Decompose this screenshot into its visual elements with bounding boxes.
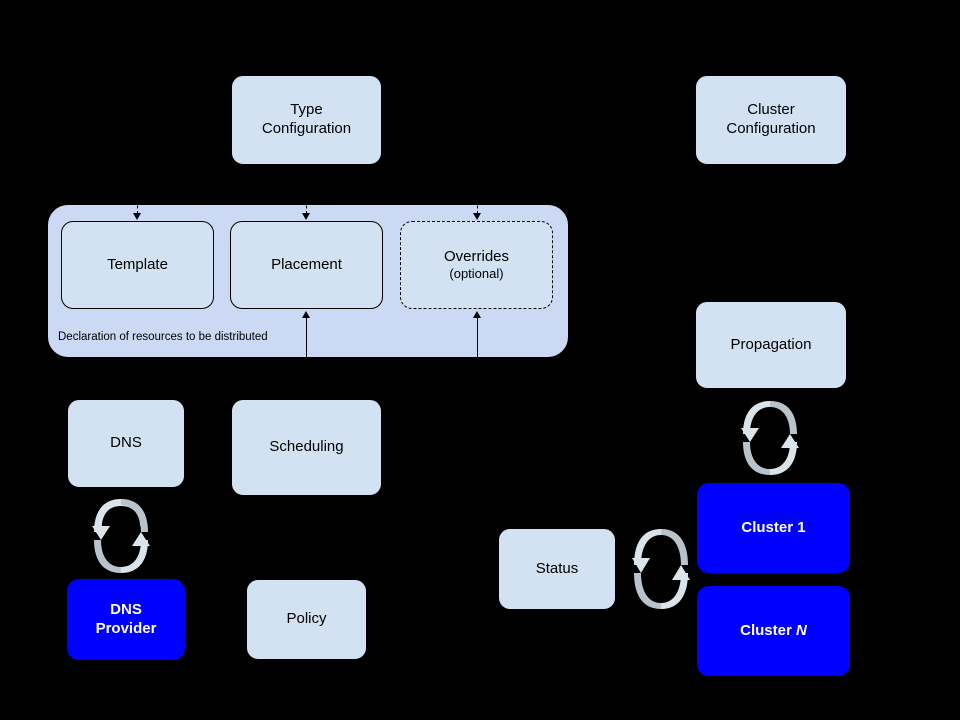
node-cluster-1[interactable]: Cluster 1: [697, 483, 850, 573]
node-cluster-configuration[interactable]: Cluster Configuration: [695, 75, 847, 165]
connector-policy-to-overrides: [477, 317, 478, 383]
node-template[interactable]: Template: [61, 221, 214, 309]
node-status-label: Status: [535, 559, 579, 577]
node-policy[interactable]: Policy: [246, 579, 367, 660]
node-type-configuration[interactable]: Type Configuration: [231, 75, 382, 165]
arrow-up-icon-placement: [302, 311, 310, 318]
connector-type-to-template: [137, 200, 138, 214]
connector-scheduling-to-placement: [306, 317, 307, 383]
node-cluster-n-label: Cluster N: [740, 621, 807, 639]
arrow-down-icon-template: [133, 213, 141, 220]
sync-arrows-icon-propagation: [737, 398, 803, 478]
arrow-down-icon-overrides: [473, 213, 481, 220]
group-caption: Declaration of resources to be distribut…: [58, 331, 268, 343]
arrow-up-icon-overrides: [473, 311, 481, 318]
connector-type-to-placement: [306, 200, 307, 214]
arrow-down-icon-placement: [302, 213, 310, 220]
node-placement[interactable]: Placement: [230, 221, 383, 309]
node-dns-label: DNS: [110, 434, 142, 452]
node-propagation-label: Propagation: [730, 335, 812, 353]
node-dns-provider[interactable]: DNS Provider: [67, 579, 185, 660]
node-propagation[interactable]: Propagation: [695, 301, 847, 389]
node-scheduling-label: Scheduling: [269, 438, 344, 456]
node-overrides[interactable]: Overrides (optional): [400, 221, 553, 309]
sync-arrows-icon-dns: [88, 496, 154, 576]
node-scheduling[interactable]: Scheduling: [231, 399, 382, 496]
connector-type-to-overrides: [477, 200, 478, 214]
node-cluster-1-label: Cluster 1: [741, 518, 806, 536]
node-dns-provider-label: DNS Provider: [95, 600, 157, 637]
node-type-configuration-label: Type Configuration: [261, 101, 352, 137]
node-template-label: Template: [107, 255, 168, 273]
node-overrides-label: Overrides (optional): [443, 247, 510, 282]
sync-arrows-icon-status: [628, 526, 694, 612]
node-cluster-configuration-label: Cluster Configuration: [726, 101, 816, 137]
node-status[interactable]: Status: [498, 528, 616, 610]
node-dns[interactable]: DNS: [67, 399, 185, 488]
node-placement-label: Placement: [271, 255, 342, 273]
node-policy-label: Policy: [286, 610, 327, 628]
node-cluster-n[interactable]: Cluster N: [697, 586, 850, 676]
